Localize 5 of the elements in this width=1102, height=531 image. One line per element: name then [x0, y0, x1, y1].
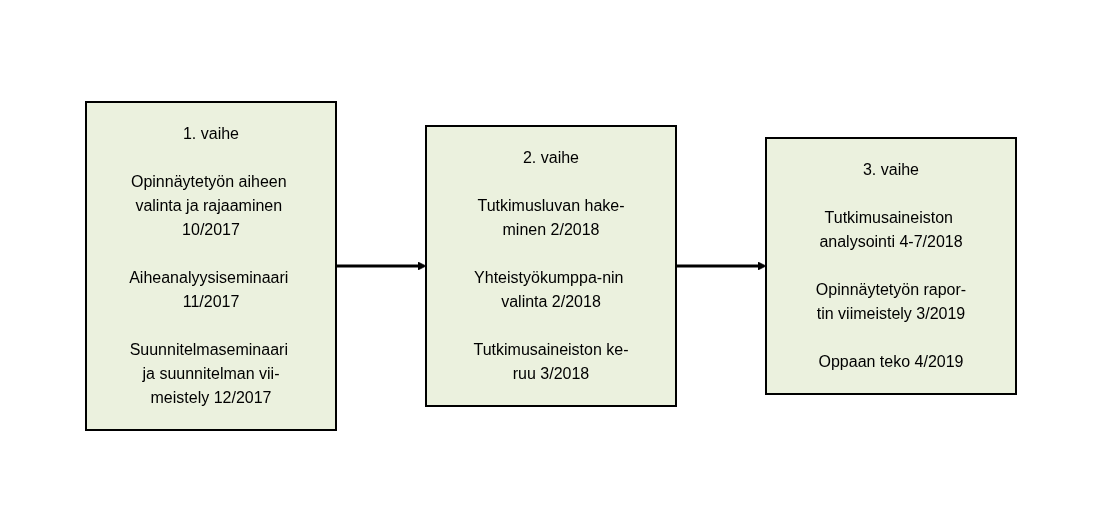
- node-box: 2. vaihe Tutkimusluvan hake-minen 2/2018 Yhteistyökumppa-nin valinta 2/2018 Tutkimusaineiston ke-ruu 3/2018: [425, 124, 677, 407]
- node-box: 1. vaihe Opinnäytetyön aiheen valinta ja rajaaminen 10/2017 Aiheanalyysiseminaari 11/2017 Suunnitelmaseminaari ja suunnitelman vii-meistely 12/2017: [85, 100, 337, 431]
- arrow: [676, 261, 767, 270]
- arrow: [336, 261, 427, 270]
- node-box: 3. vaihe Tutkimusaineiston analysointi 4-7/2018 Opinnäytetyön rapor-tin viimeistely 3/2019 Oppaan teko 4/2019: [765, 136, 1017, 395]
